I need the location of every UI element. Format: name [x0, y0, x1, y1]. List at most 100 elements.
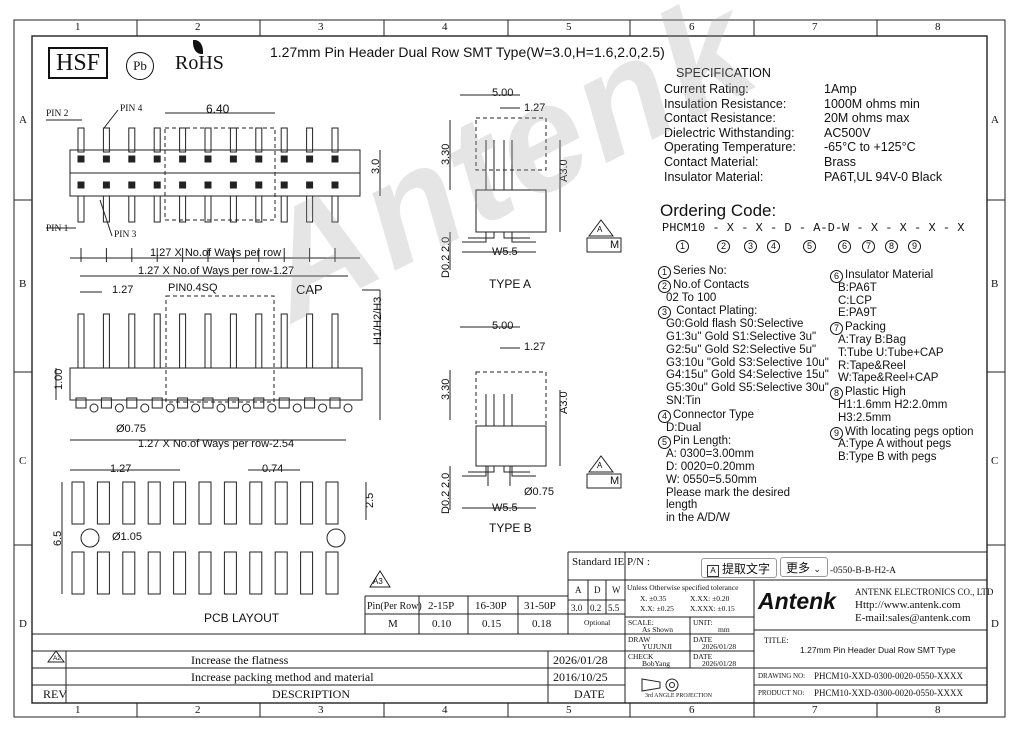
pcb-pad — [274, 481, 288, 525]
pcb-pad — [274, 551, 288, 595]
spec-value: -65°C to +125°C — [824, 140, 916, 155]
spec-key: Dielectric Withstanding: — [664, 125, 795, 140]
side-pin-foot — [177, 397, 189, 409]
ordering-line-text: No.of Contacts — [673, 278, 750, 291]
ordering-line-text: 02 To 100 — [666, 291, 717, 304]
ordering-line-text: W:Tape&Reel+CAP — [838, 372, 939, 385]
top-pin — [204, 195, 212, 223]
ordering-line-text: in the A/D/W — [666, 512, 730, 525]
side-dim-3: 1.27 — [112, 284, 134, 296]
grid-col-8-bottom: 8 — [935, 704, 941, 716]
ordering-line: E:PA9T — [838, 307, 877, 319]
spec-key: Insulator Material: — [664, 169, 764, 184]
pcb-dim-65: 6.5 — [52, 530, 64, 546]
grid-col-6-bottom: 6 — [689, 704, 695, 716]
ordering-line: B:PA6T — [838, 282, 877, 294]
ordering-line: R:Tape&Reel — [838, 360, 906, 372]
pcb-pad — [249, 481, 263, 525]
ordering-line-text: G2:5u" Gold S2:Selective 5u" — [666, 343, 817, 356]
type-b-dim-w55: W5.5 — [492, 502, 518, 514]
pcb-pad — [198, 551, 212, 595]
side-peg — [267, 403, 277, 413]
type-b-dim-a30: A3.0 — [558, 391, 570, 414]
tol-val-a: 3.0 — [571, 603, 583, 613]
ordering-line-text: Series No: — [673, 265, 727, 277]
top-width-dim: 6.40 — [206, 102, 230, 116]
type-b-rev-tag: A — [597, 461, 603, 470]
tol-col-a: A — [575, 585, 582, 595]
pin-table-header-0: Pin(Per Row) — [367, 601, 422, 612]
ordering-line: Please mark the desired — [666, 487, 790, 499]
top-pin-square — [128, 181, 136, 189]
more-button[interactable]: 更多 ⌄ — [780, 557, 828, 577]
tol-4: X.XXX: ±0.15 — [690, 604, 735, 613]
grid-col-3-bottom: 3 — [318, 704, 324, 716]
ordering-item-number: 7 — [830, 322, 843, 336]
tol-2: X.XX: ±0.20 — [690, 594, 730, 603]
type-a-dim-127: 1.27 — [524, 102, 546, 114]
company-email: E-mail:sales@antenk.com — [855, 612, 971, 624]
side-pin-foot — [278, 397, 290, 409]
grid-col-1: 1 — [75, 21, 81, 33]
title-label: TITLE: — [764, 636, 789, 645]
top-pin-square — [280, 155, 288, 163]
ordering-line-text: B:PA6T — [838, 281, 877, 294]
ordering-line: T:Tube U:Tube+CAP — [838, 347, 944, 359]
top-pin — [229, 127, 237, 153]
top-height-dim: 3.0 — [370, 158, 382, 174]
ordering-line: G5:30u" Gold S5:Selective 30u" — [666, 382, 829, 394]
ordering-line: G3:10u "Gold S3:Selective 10u" — [666, 357, 829, 369]
pcb-pad — [96, 551, 110, 595]
type-a-rev-tag: A — [597, 225, 603, 234]
rohs-leaf-icon — [193, 40, 203, 54]
pcb-pad — [223, 481, 237, 525]
rohs-logo: RoHS — [175, 40, 224, 75]
type-b-dim-330: 3.30 — [440, 378, 452, 400]
top-pin-square — [255, 155, 263, 163]
side-pin-foot — [202, 397, 214, 409]
hsf-logo: HSF — [48, 47, 108, 79]
grid-row-a-right: A — [991, 114, 999, 126]
pcb-pad — [300, 481, 314, 525]
ordering-line: G0:Gold flash S0:Selective — [666, 318, 803, 330]
ordering-line-text: E:PA9T — [838, 307, 877, 320]
ordering-number: 9 — [908, 240, 921, 253]
type-a-drawing — [449, 94, 622, 270]
grid-row-c: C — [19, 455, 27, 467]
ordering-number: 5 — [803, 240, 816, 253]
product-no: PHCM10-XXD-0300-0020-0550-XXXX — [814, 688, 963, 698]
ordering-number: 4 — [767, 240, 780, 253]
grid-row-b-right: B — [991, 278, 999, 290]
pcb-pad — [122, 551, 136, 595]
unit-value: mm — [718, 625, 730, 634]
side-view-drawing — [55, 257, 381, 441]
height-dim: H1/H2/H3 — [372, 296, 384, 345]
grid-col-2-bottom: 2 — [195, 704, 201, 716]
ordering-line-text: C:LCP — [838, 294, 872, 307]
side-peg — [191, 403, 201, 413]
top-pin-square — [306, 181, 314, 189]
chevron-down-icon: ⌄ — [813, 564, 821, 574]
pb-logo-text: Pb — [133, 58, 147, 73]
top-pin-square — [153, 155, 161, 163]
top-pin — [255, 127, 263, 153]
side-pin — [204, 313, 212, 369]
ordering-line-text: SN:Tin — [666, 395, 701, 407]
side-pin — [306, 313, 314, 369]
top-pin-square — [102, 181, 110, 189]
unit-label: UNIT: — [693, 618, 713, 627]
side-dim-4: 1.27 X No.of Ways per row-2.54 — [138, 438, 295, 450]
top-view-drawing — [46, 109, 381, 262]
ordering-line-text: length — [666, 499, 698, 512]
side-peg — [343, 403, 353, 413]
side-pin — [255, 313, 263, 369]
rev-header-date: DATE — [574, 687, 605, 701]
type-b-dim-127: 1.27 — [524, 341, 546, 353]
top-pin — [280, 127, 288, 153]
top-pin-square — [179, 181, 187, 189]
pcb-pad — [71, 481, 85, 525]
